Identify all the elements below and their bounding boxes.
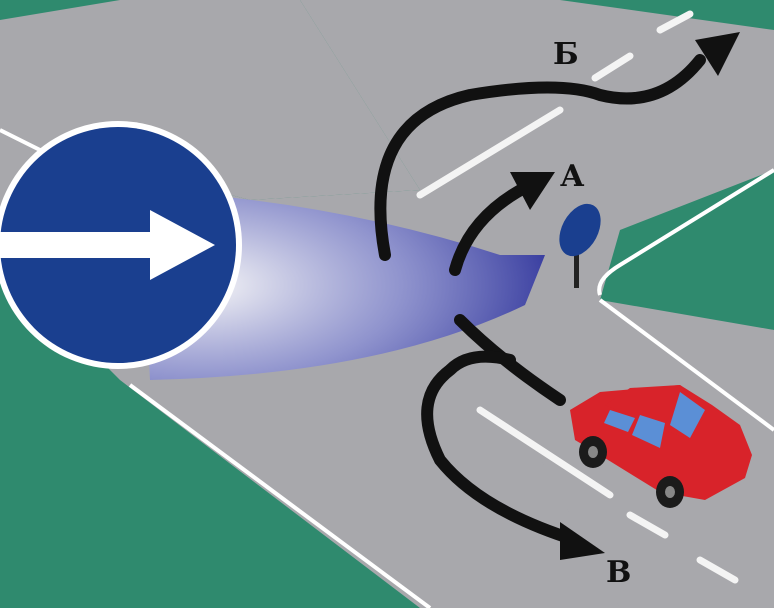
edge-line-right-upper bbox=[597, 168, 774, 296]
road-edge-lines bbox=[0, 128, 774, 608]
route-b-arrowhead bbox=[695, 32, 740, 76]
label-route-b: Б bbox=[553, 37, 579, 72]
car-side-window-2 bbox=[604, 410, 635, 432]
route-arrowheads bbox=[510, 32, 740, 560]
label-route-a: А bbox=[560, 159, 585, 194]
route-b-path bbox=[374, 54, 706, 261]
lane-dash-6 bbox=[696, 556, 739, 584]
route-arrows bbox=[374, 54, 706, 546]
lane-markings bbox=[416, 10, 739, 584]
keep-right-sign-icon bbox=[0, 121, 242, 369]
edge-line-bottom-left bbox=[128, 383, 432, 608]
route-a-path bbox=[449, 179, 536, 276]
car-wheel-rear-hub bbox=[665, 486, 675, 498]
car-wheel-front-hub bbox=[588, 446, 598, 458]
edge-line-left bbox=[0, 128, 41, 152]
route-a-arrowhead bbox=[510, 172, 555, 210]
lane-dash-1 bbox=[656, 10, 694, 34]
label-route-v: В bbox=[606, 555, 631, 590]
car-windshield bbox=[670, 392, 705, 438]
sign-arrow bbox=[0, 210, 215, 280]
lane-dash-2 bbox=[591, 52, 634, 82]
car-side-window-1 bbox=[632, 415, 665, 448]
route-v-arrowhead bbox=[560, 522, 605, 560]
lane-dash-4 bbox=[476, 406, 614, 499]
red-car-icon bbox=[570, 385, 752, 508]
lane-dash-5 bbox=[626, 511, 669, 539]
lane-dash-3 bbox=[416, 106, 564, 199]
edge-line-right-lower bbox=[598, 298, 774, 432]
roadside-sign-icon bbox=[559, 203, 601, 288]
route-v-path bbox=[421, 350, 581, 546]
